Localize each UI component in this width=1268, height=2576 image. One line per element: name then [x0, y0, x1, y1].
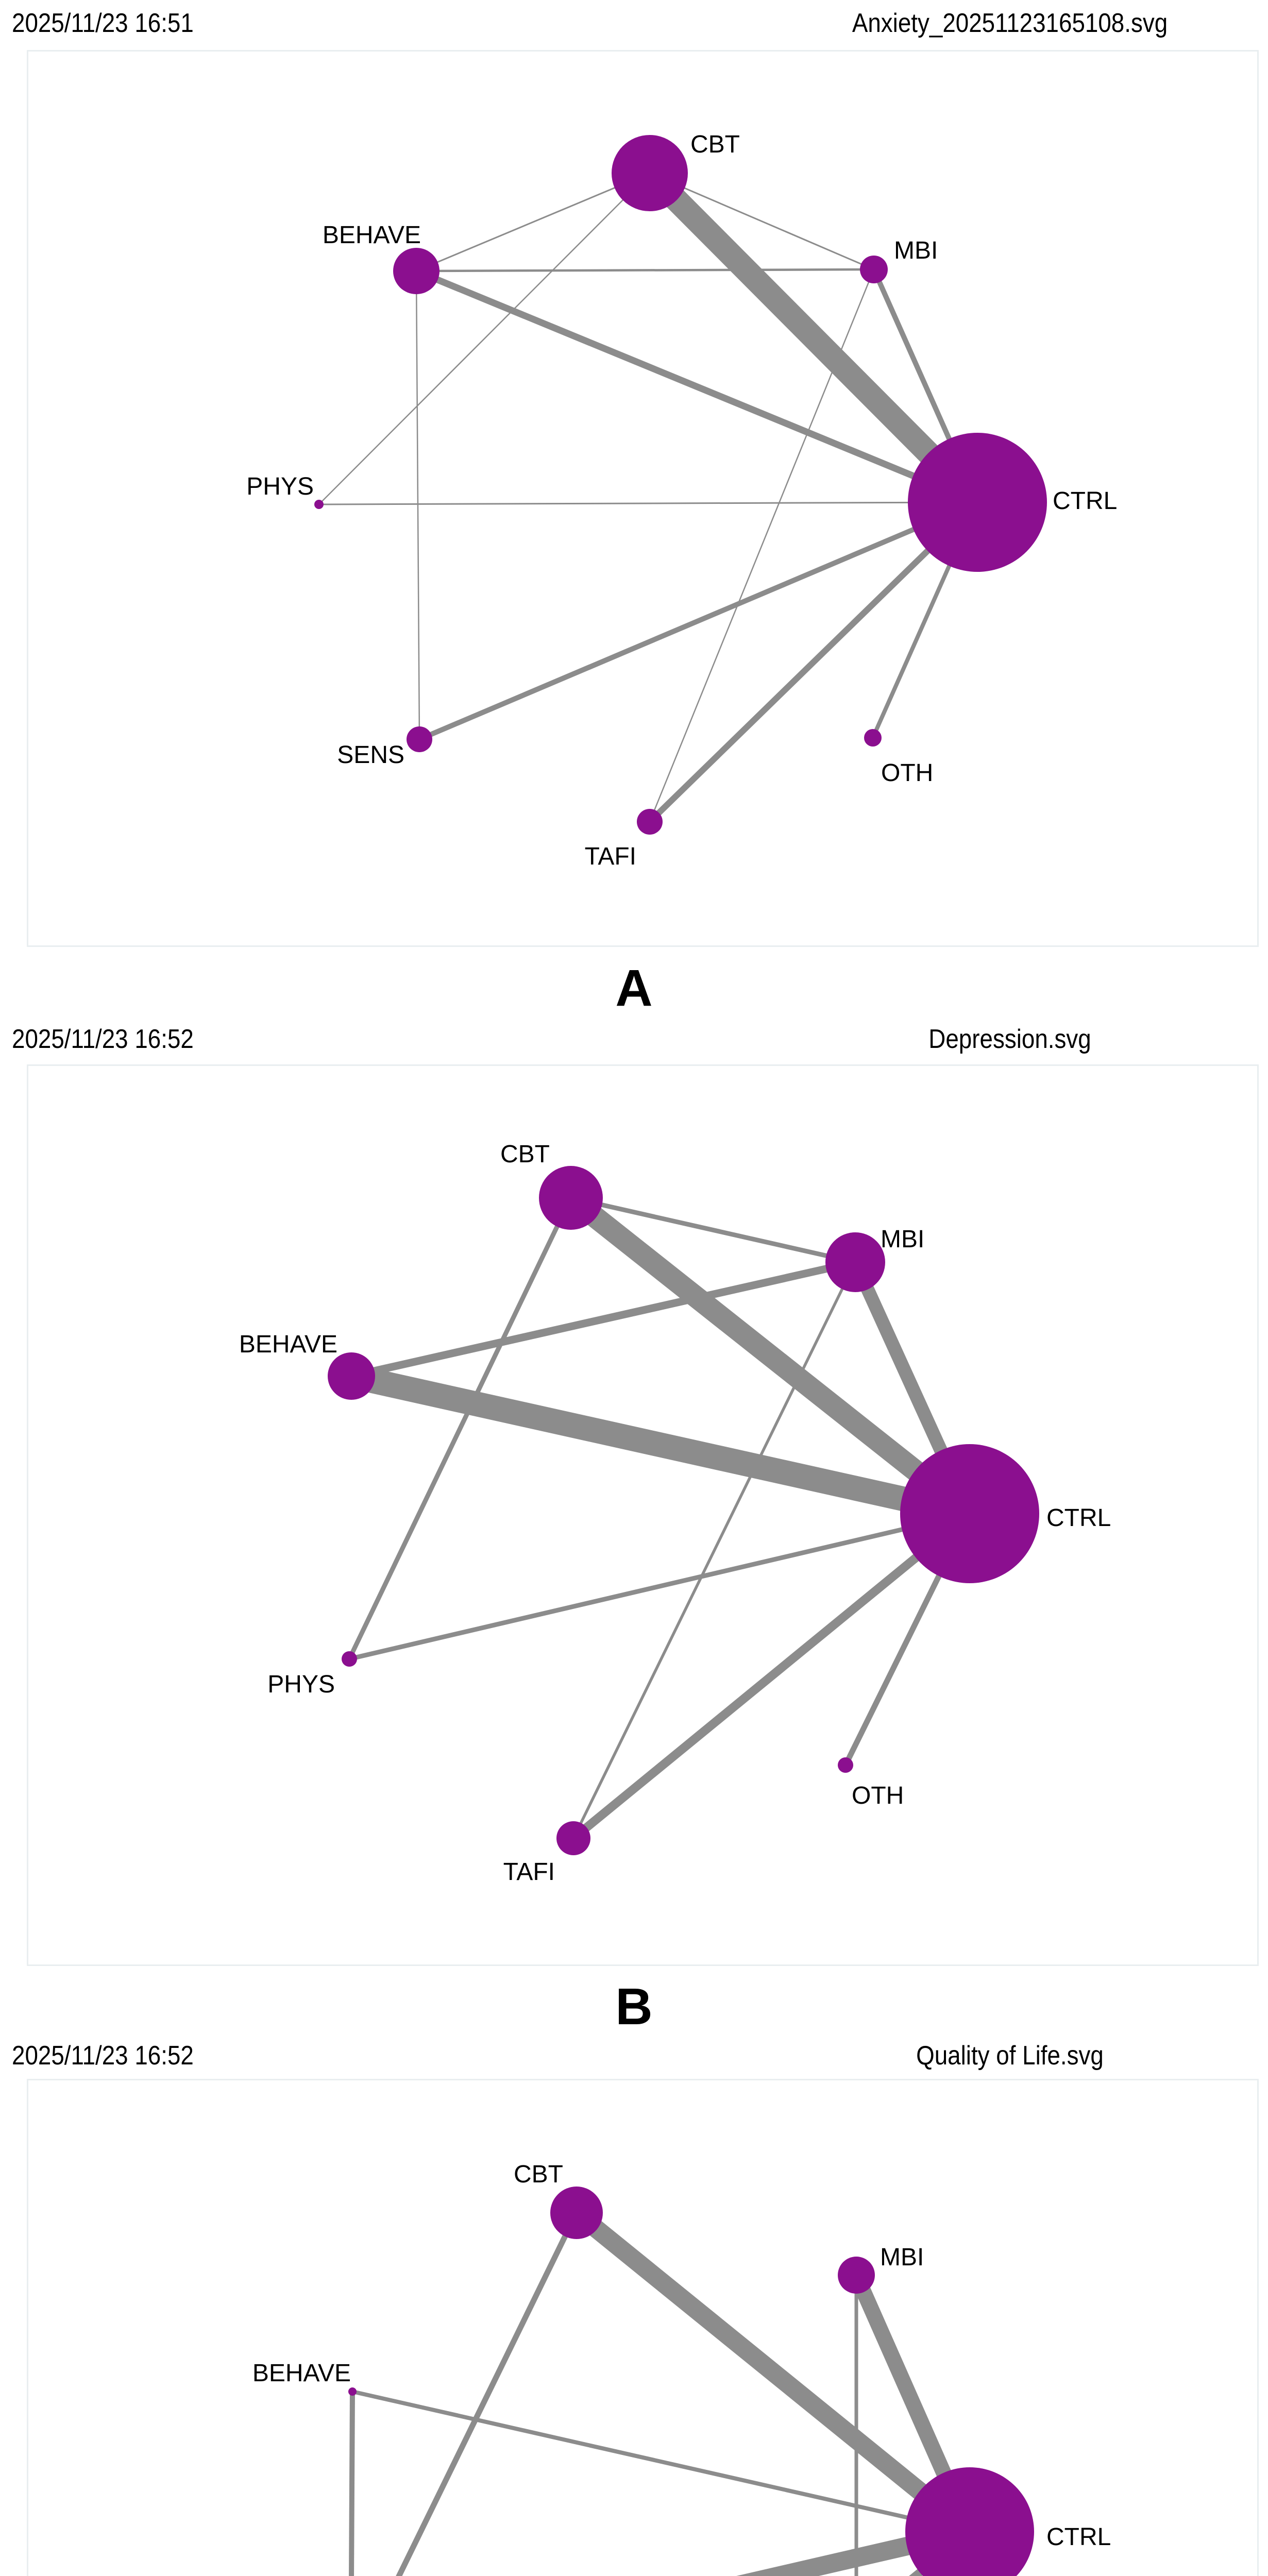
node-label-MBI: MBI: [881, 1226, 924, 1253]
node-CTRL: [905, 2467, 1034, 2576]
edge-BEHAVE-PHYS: [349, 2391, 355, 2576]
edge-TAFI-CTRL: [570, 1510, 973, 1842]
edge-BEHAVE-CTRL: [352, 2389, 970, 2534]
node-label-MBI: MBI: [880, 2244, 924, 2271]
node-label-MBI: MBI: [894, 237, 938, 264]
edge-CBT-MBI: [649, 172, 874, 270]
edge-CBT-CTRL: [641, 164, 986, 511]
node-SENS: [407, 726, 432, 752]
node-OTH: [864, 729, 882, 747]
edge-PHYS-CTRL: [736, 2522, 972, 2576]
edge-BEHAVE-CTRL: [415, 267, 979, 506]
node-label-TAFI: TAFI: [585, 843, 636, 870]
node-OTH: [838, 1757, 853, 1773]
edge-CBT-PHYS: [396, 2211, 579, 2576]
node-MBI: [860, 256, 888, 283]
figure-box-b: CBT MBI BEHAVE PHYS TAFI OTH CTRL: [27, 1064, 1259, 1966]
print-filename-c: Quality of Life.svg: [916, 2041, 1104, 2071]
edge-PHYS-CTRL: [318, 501, 978, 505]
node-CBT: [539, 1166, 603, 1230]
figure-letter-b: B: [615, 1978, 653, 2036]
node-label-BEHAVE: BEHAVE: [323, 222, 421, 249]
node-TAFI: [556, 1821, 590, 1855]
print-filename-b: Depression.svg: [928, 1024, 1091, 1054]
node-label-OTH: OTH: [881, 759, 933, 787]
edge-BEHAVE-CTRL: [348, 1364, 973, 1526]
node-label-TAFI: TAFI: [503, 1858, 555, 1886]
edge-BEHAVE-MBI: [416, 268, 874, 273]
figure-box-a: CBT MBI BEHAVE PHYS SENS TAFI OTH CTRL: [27, 50, 1259, 947]
node-label-CTRL: CTRL: [1046, 2523, 1111, 2551]
network-plot-anxiety: CBT MBI BEHAVE PHYS SENS TAFI OTH CTRL: [246, 131, 1117, 870]
node-label-SENS: SENS: [337, 741, 404, 769]
node-label-BEHAVE: BEHAVE: [252, 2360, 351, 2387]
node-CBT: [550, 2187, 603, 2239]
node-PHYS: [342, 1651, 357, 1667]
edge-MBI-TAFI: [572, 1261, 857, 1839]
edge-SENS-CTRL: [418, 500, 978, 742]
node-label-BEHAVE: BEHAVE: [239, 1331, 337, 1358]
edge-CBT-PHYS: [318, 173, 650, 505]
edge-PHYS-CTRL: [348, 1511, 971, 1662]
edge-CBT-CTRL: [570, 2206, 976, 2539]
print-header-b: 2025/11/23 16:52 Depression.svg: [0, 1026, 1268, 1057]
network-plot-quality-of-life: CBTMBIBEHAVEPHYSSENSTAFICTRL: [252, 2161, 1111, 2576]
node-MBI: [838, 2257, 875, 2294]
edge-CBT-PHYS: [347, 1197, 573, 1660]
edge-BEHAVE-MBI: [350, 1258, 856, 1380]
node-CTRL: [908, 433, 1047, 572]
edge-MBI-TAFI: [649, 269, 875, 822]
edge-BEHAVE-SENS: [415, 270, 420, 740]
node-BEHAVE: [348, 2387, 357, 2396]
node-BEHAVE: [393, 248, 439, 294]
node-label-PHYS: PHYS: [246, 473, 314, 500]
print-header-a: 2025/11/23 16:51 Anxiety_20251123165108.…: [0, 10, 1268, 41]
edge-CBT-MBI: [570, 1195, 856, 1265]
node-MBI: [825, 1232, 885, 1292]
node-label-OTH: OTH: [852, 1782, 904, 1809]
figure-letter-a: A: [615, 959, 653, 1017]
node-label-CBT: CBT: [514, 2161, 563, 2188]
node-label-PHYS: PHYS: [267, 1671, 335, 1698]
node-label-CBT: CBT: [690, 131, 740, 158]
edge-CBT-BEHAVE: [416, 172, 650, 272]
node-label-CTRL: CTRL: [1046, 1504, 1111, 1532]
print-timestamp-b: 2025/11/23 16:52: [12, 1024, 194, 1054]
network-plot-depression: CBT MBI BEHAVE PHYS TAFI OTH CTRL: [239, 1141, 1111, 1886]
edge-TAFI-CTRL: [647, 500, 980, 824]
node-label-CTRL: CTRL: [1053, 487, 1117, 515]
node-TAFI: [637, 809, 663, 835]
node-CTRL: [900, 1444, 1039, 1583]
edge-CBT-CTRL: [564, 1189, 977, 1522]
figure-box-c: CBTMBIBEHAVEPHYSSENSTAFICTRL: [27, 2079, 1259, 2576]
node-PHYS: [314, 500, 324, 509]
print-timestamp-a: 2025/11/23 16:51: [12, 8, 194, 38]
print-filename-a: Anxiety_20251123165108.svg: [852, 8, 1168, 38]
node-label-CBT: CBT: [500, 1141, 550, 1168]
node-BEHAVE: [328, 1352, 375, 1400]
print-header-c: 2025/11/23 16:52 Quality of Life.svg: [0, 2042, 1268, 2073]
node-CBT: [612, 135, 688, 211]
print-timestamp-c: 2025/11/23 16:52: [12, 2041, 194, 2071]
